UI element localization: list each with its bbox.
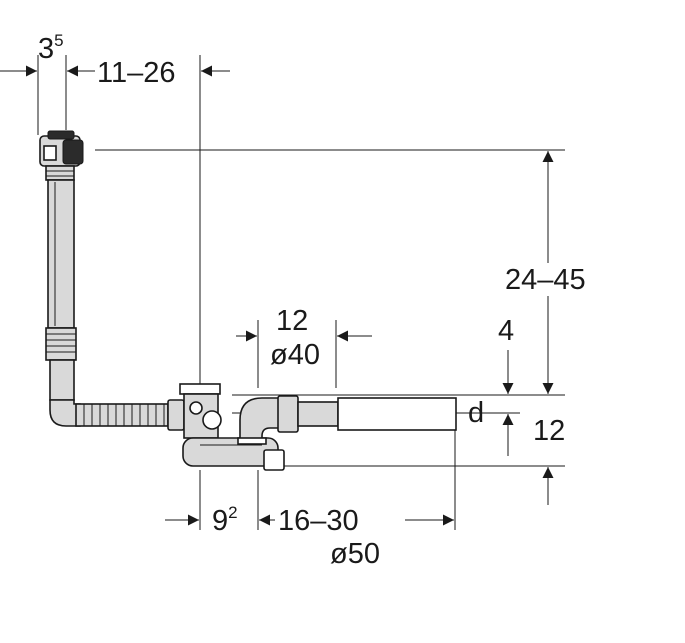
dimension-arrows	[0, 65, 554, 526]
dim-pipe-40-length: 12	[276, 305, 308, 337]
drain-elbow	[237, 395, 299, 445]
dim-height-12: 12	[533, 415, 565, 447]
overflow-head	[39, 130, 84, 181]
dim-overflow-to-outlet: 11–26	[97, 57, 176, 89]
dim-overflow-offset: 35	[38, 31, 64, 65]
dim-d-label: d	[468, 397, 484, 429]
dim-offset-4: 4	[498, 315, 514, 347]
dim-drain-diameter: ø50	[330, 538, 380, 570]
drain-pipe	[297, 397, 457, 431]
dim-drain-length: 16–30	[278, 505, 359, 537]
dim-height-total: 24–45	[505, 264, 586, 296]
overflow-pipe	[45, 179, 81, 427]
dim-pipe-40-diameter: ø40	[270, 339, 320, 371]
flexible-hose	[75, 399, 185, 431]
extension-lines	[37, 55, 565, 530]
trap-body	[179, 383, 285, 471]
dim-outlet-offset: 92	[212, 503, 238, 537]
